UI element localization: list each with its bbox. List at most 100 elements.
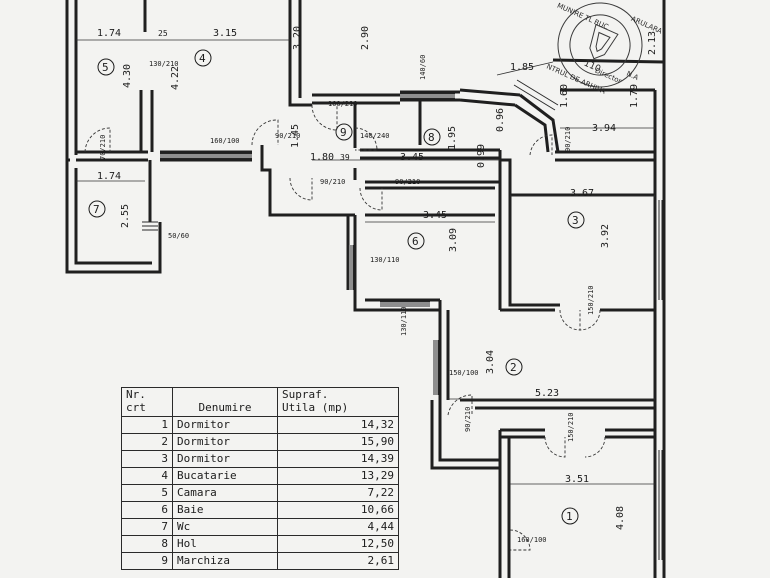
row-nr: 8 — [121, 535, 173, 553]
room-number: 6 — [412, 235, 419, 248]
dim-label: 3.92 — [600, 224, 611, 248]
opening-label: 90/210 — [564, 127, 572, 152]
windows — [142, 79, 663, 560]
row-area: 14,39 — [277, 450, 399, 468]
opening-label: 50/60 — [168, 232, 189, 240]
table-header-row: Nr. crt Denumire Supraf. Utila (mp) — [121, 387, 399, 417]
dimension-labels: 1.74 25 3.15 3.20 2.90 4.30 4.22 1.85 1.… — [97, 26, 658, 530]
room-number: 2 — [510, 361, 517, 374]
dim-label: 0.99 — [476, 144, 487, 168]
row-area: 12,50 — [277, 535, 399, 553]
dim-label: 0.96 — [495, 108, 506, 132]
dim-label: 1.45 — [290, 124, 301, 148]
room-number: 3 — [572, 214, 579, 227]
opening-label: 150/210 — [587, 285, 595, 315]
dim-label: 3.09 — [448, 228, 459, 252]
table-row: 8 Hol 12,50 — [121, 535, 399, 553]
opening-label: 160/100 — [517, 536, 547, 544]
table-row: 2 Dormitor 15,90 — [121, 433, 399, 451]
dim-label: 3.94 — [592, 123, 616, 134]
dim-label: 4.22 — [170, 66, 181, 90]
dim-label: 3.04 — [485, 350, 496, 374]
doors — [84, 104, 606, 551]
dim-label: 3.45 — [423, 210, 447, 221]
dim-label: 3.51 — [565, 474, 589, 485]
opening-label: 150/100 — [449, 369, 479, 377]
column-header-nr: Nr. crt — [121, 387, 173, 417]
dim-label: 5.23 — [535, 388, 559, 399]
opening-label: 160/100 — [210, 137, 240, 145]
walls — [65, 0, 666, 578]
row-name: Baie — [172, 501, 278, 519]
row-name: Bucatarie — [172, 467, 278, 485]
dim-label: 2.13 — [647, 31, 658, 55]
room-area-table: Nr. crt Denumire Supraf. Utila (mp) 1 Do… — [121, 387, 399, 570]
stamp-text: RU — [578, 0, 590, 1]
stamp-text: MUNIRE TL BUC — [556, 2, 610, 32]
dim-label: 4.08 — [615, 506, 626, 530]
opening-label: 90/210 — [464, 407, 472, 432]
row-name: Dormitor — [172, 433, 278, 451]
table-row: 9 Marchiza 2,61 — [121, 552, 399, 570]
table-row: 3 Dormitor 14,39 — [121, 450, 399, 468]
opening-label: 130/110 — [400, 306, 408, 336]
dim-label: 4.30 — [122, 64, 133, 88]
opening-label: 90/210 — [320, 178, 345, 186]
dim-label: 2.55 — [120, 204, 131, 228]
opening-label: 140/60 — [419, 55, 427, 80]
row-name: Wc — [172, 518, 278, 536]
room-number: 8 — [428, 131, 435, 144]
dim-label: 1.95 — [447, 126, 458, 150]
row-name: Camara — [172, 484, 278, 502]
row-nr: 3 — [121, 450, 173, 468]
opening-label: 150/210 — [567, 412, 575, 442]
row-area: 14,32 — [277, 416, 399, 434]
dim-label: 1.79 — [629, 84, 640, 108]
dim-label: 39 — [340, 153, 350, 162]
room-number: 9 — [340, 126, 347, 139]
opening-label: 130/210 — [149, 60, 179, 68]
dim-label: 3.67 — [570, 188, 594, 199]
room-number: 5 — [102, 61, 109, 74]
row-name: Dormitor — [172, 450, 278, 468]
dim-label: 25 — [158, 29, 168, 38]
dim-label: 1.80 — [310, 152, 334, 163]
row-nr: 6 — [121, 501, 173, 519]
row-nr: 1 — [121, 416, 173, 434]
column-header-area: Supraf. Utila (mp) — [277, 387, 399, 417]
table-row: 1 Dormitor 14,32 — [121, 416, 399, 434]
row-area: 2,61 — [277, 552, 399, 570]
opening-labels: 130/210 160/100 70/210 50/60 90/210 140/… — [99, 55, 595, 544]
dimension-lines — [76, 39, 655, 485]
dim-label: 1.74 — [97, 28, 121, 39]
table-row: 7 Wc 4,44 — [121, 518, 399, 536]
row-area: 13,29 — [277, 467, 399, 485]
opening-label: 100/210 — [328, 100, 358, 108]
room-numbers: 5 4 7 9 8 6 3 2 1 — [88, 49, 585, 525]
opening-label: 140/240 — [360, 132, 390, 140]
row-nr: 2 — [121, 433, 173, 451]
opening-label: 130/110 — [370, 256, 400, 264]
dim-label: 2.90 — [360, 26, 371, 50]
dim-label: 1.60 — [559, 84, 570, 108]
stamp-text: N.A — [625, 70, 640, 82]
row-nr: 5 — [121, 484, 173, 502]
row-name: Hol — [172, 535, 278, 553]
row-area: 15,90 — [277, 433, 399, 451]
table-row: 5 Camara 7,22 — [121, 484, 399, 502]
opening-label: 90/210 — [275, 132, 300, 140]
dim-label: 3.20 — [292, 26, 303, 50]
column-header-name: Denumire — [172, 387, 278, 417]
table-row: 4 Bucatarie 13,29 — [121, 467, 399, 485]
row-nr: 7 — [121, 518, 173, 536]
opening-label: 70/210 — [99, 135, 107, 160]
dim-label: 1.85 — [510, 62, 534, 73]
opening-label: 90/210 — [395, 178, 420, 186]
dim-label: 3.15 — [213, 28, 237, 39]
room-number: 1 — [566, 510, 573, 523]
room-number: 7 — [93, 203, 100, 216]
row-nr: 9 — [121, 552, 173, 570]
table-row: 6 Baie 10,66 — [121, 501, 399, 519]
